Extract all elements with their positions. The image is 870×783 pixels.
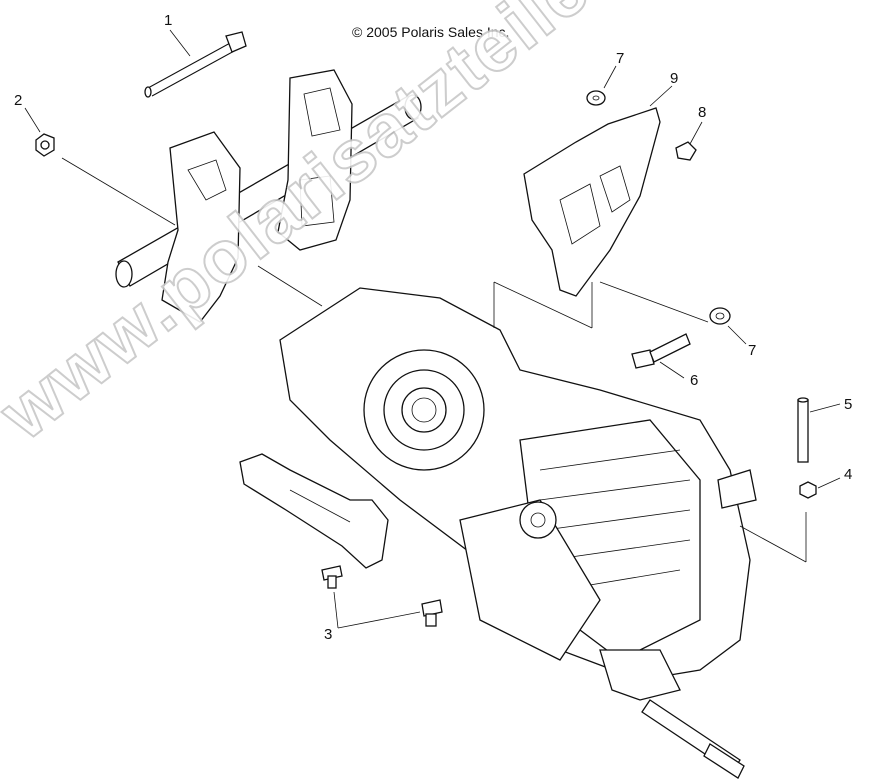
callout-6: 6 — [690, 372, 699, 389]
callout-9: 9 — [670, 70, 679, 87]
output-shaft — [641, 469, 757, 779]
bracket-plate-9 — [523, 107, 661, 297]
callout-2: 2 — [14, 92, 23, 109]
callout-5: 5 — [844, 396, 853, 413]
leader-3a — [333, 591, 339, 629]
leader-4c — [739, 525, 807, 563]
bolt-3b — [421, 599, 443, 627]
leader-5 — [809, 403, 841, 413]
leader-9e — [599, 281, 709, 323]
long-bolt — [144, 31, 247, 98]
nut-4 — [799, 481, 817, 499]
leader-7b — [727, 325, 747, 345]
leader-6 — [659, 361, 685, 379]
leader-9 — [649, 85, 673, 107]
leader-2 — [24, 107, 41, 133]
callout-1: 1 — [164, 12, 173, 29]
callout-7a: 7 — [616, 50, 625, 67]
rear-mount-assembly — [115, 69, 422, 323]
leader-4 — [817, 477, 841, 489]
leader-1 — [169, 29, 191, 57]
callout-4: 4 — [844, 466, 853, 483]
leader-7a — [603, 65, 617, 89]
transmission-housing — [279, 287, 751, 701]
leader-3b — [337, 611, 421, 629]
nut-2 — [35, 133, 55, 157]
callout-3: 3 — [324, 626, 333, 643]
callout-7b: 7 — [748, 342, 757, 359]
leader-mount — [257, 265, 323, 307]
leader-2b — [61, 157, 176, 226]
copyright-notice: © 2005 Polaris Sales Inc. — [352, 24, 510, 40]
washer-7b — [709, 307, 731, 325]
washer-7a — [586, 90, 606, 106]
callout-8: 8 — [698, 104, 707, 121]
lower-bracket — [239, 453, 389, 569]
pin-5 — [797, 397, 809, 463]
bolt-6 — [631, 333, 691, 369]
bolt-3a — [321, 565, 343, 589]
leader-9c — [493, 281, 593, 329]
leader-8 — [689, 121, 703, 145]
bolt-8 — [675, 141, 697, 161]
